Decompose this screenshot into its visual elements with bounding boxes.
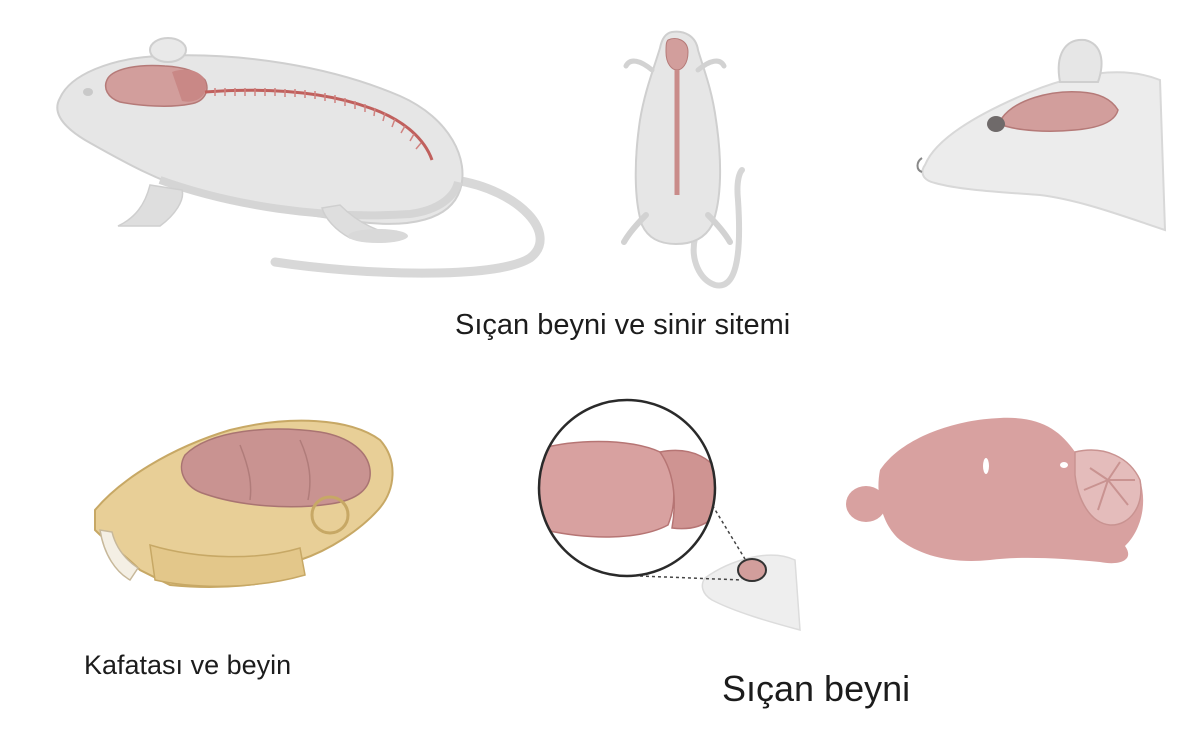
brain-zoom-view xyxy=(530,400,800,630)
zoom-brain-cerebrum xyxy=(530,442,674,537)
rat-head-ear xyxy=(1059,40,1102,82)
rat-head-view xyxy=(918,40,1166,230)
brain-sagittal-section xyxy=(846,418,1143,563)
rat-top-view xyxy=(624,32,742,286)
caption-rat-brain: Sıçan beyni xyxy=(722,668,910,710)
rat-top-brain xyxy=(666,39,688,71)
caption-skull-and-brain: Kafatası ve beyin xyxy=(84,650,291,681)
rat-hind-foot xyxy=(348,229,408,243)
rat-head-olfactory xyxy=(987,116,1005,132)
zoom-mini-brain xyxy=(738,559,766,581)
rat-front-leg xyxy=(118,185,183,226)
brain-ventricle-2 xyxy=(1060,462,1068,468)
rat-ear xyxy=(150,38,186,62)
skull-with-brain xyxy=(95,421,393,587)
rat-side-view xyxy=(57,38,540,273)
rat-head-nose xyxy=(918,158,923,172)
rat-eye xyxy=(83,88,93,96)
skull-brain xyxy=(182,429,371,507)
caption-nervous-system: Sıçan beyni ve sinir sitemi xyxy=(455,309,790,342)
brain-ventricle xyxy=(983,458,989,474)
